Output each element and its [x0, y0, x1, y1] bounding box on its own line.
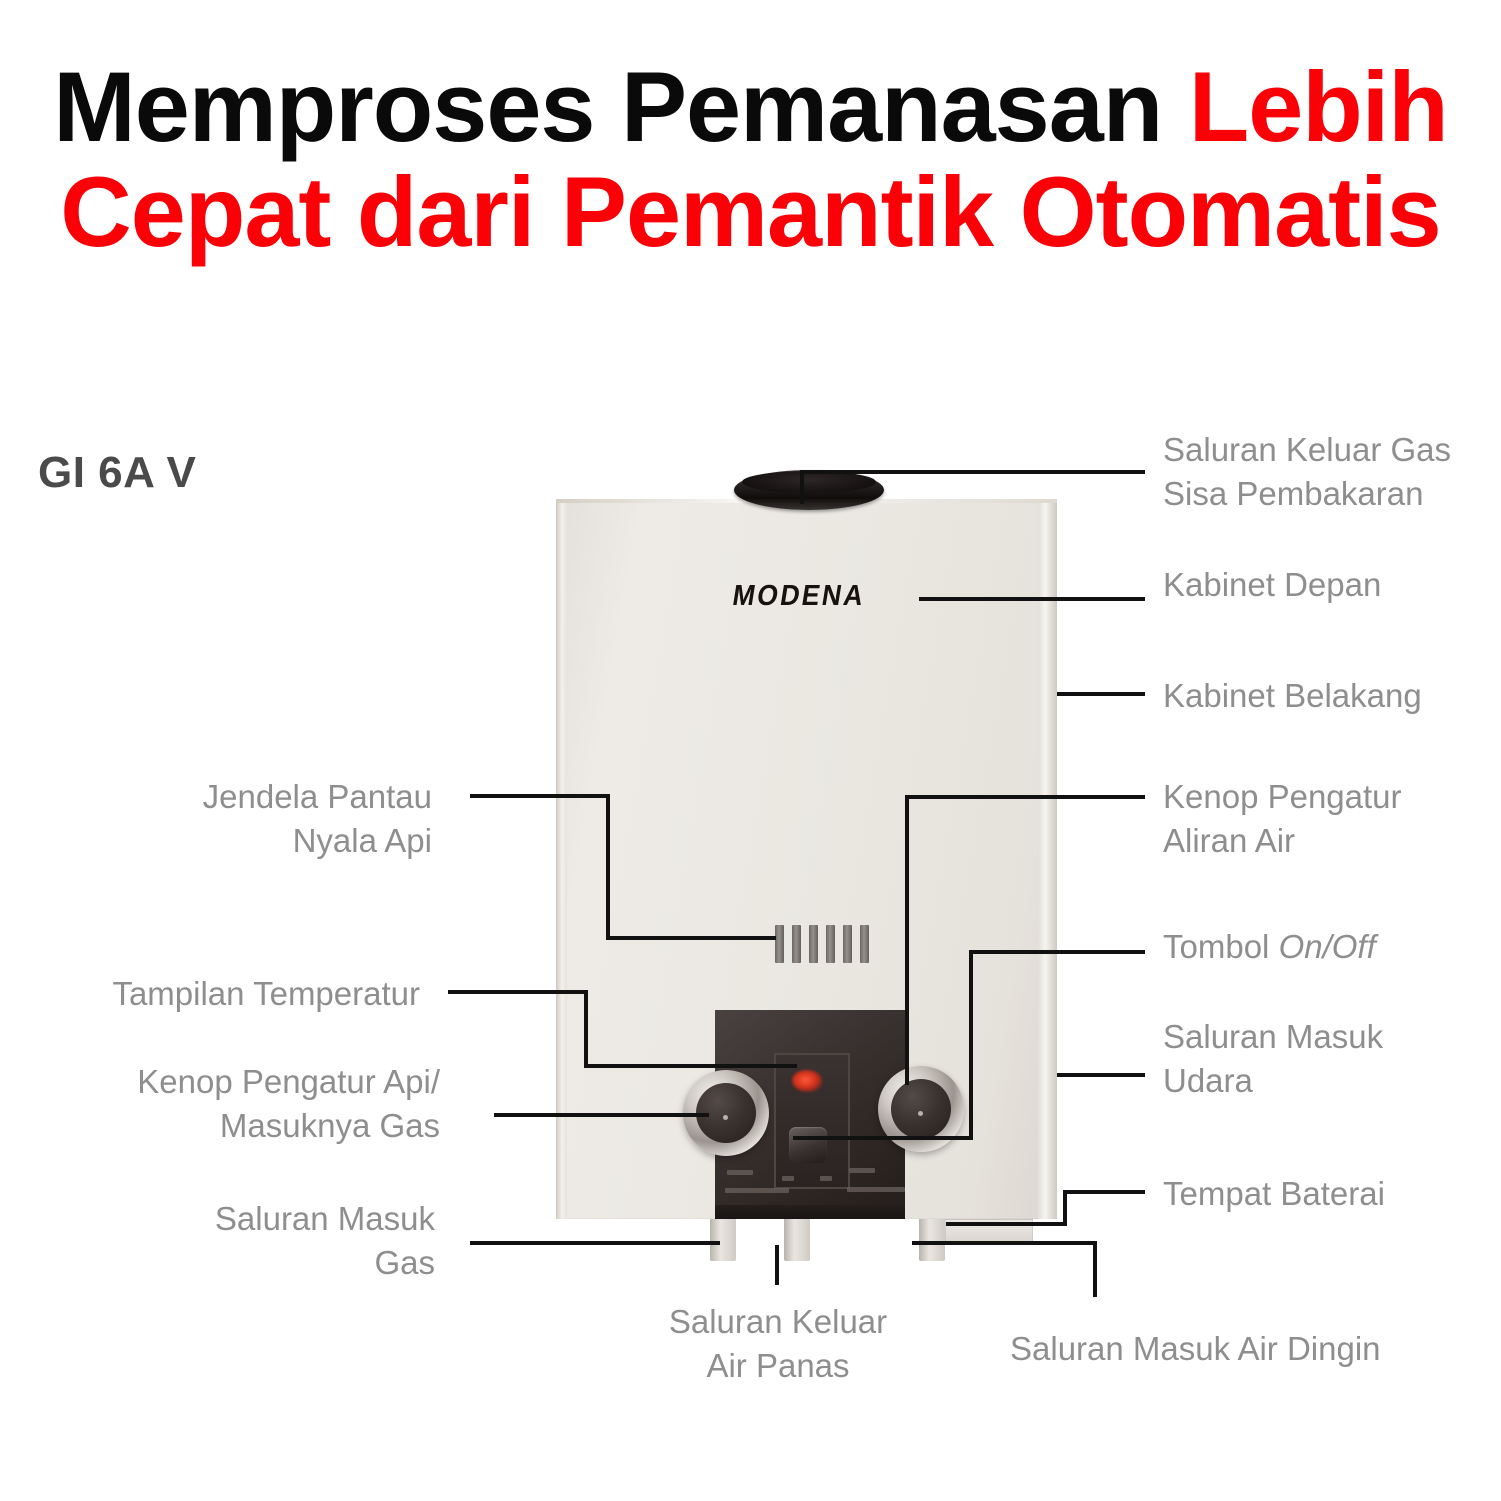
- louver-slot: [775, 925, 784, 963]
- leader-gas-outlet-horizontal: [800, 470, 1145, 474]
- leader-battery-vertical: [1063, 1190, 1067, 1226]
- display-caption-mark: [820, 1176, 832, 1181]
- brand-wordmark: MODENA: [730, 580, 868, 612]
- callout-label-front-cabinet: Kabinet Depan: [1163, 566, 1382, 603]
- flame-indicator-icon: [792, 1070, 822, 1092]
- callout-label-water-flow-knob: Kenop Pengatur Aliran Air: [1163, 778, 1402, 859]
- leader-front-cabinet: [919, 597, 1145, 601]
- headline-line2: Cepat dari Pemantik Otomatis: [60, 155, 1441, 267]
- louver-slot: [843, 925, 852, 963]
- temperature-display-panel: [774, 1053, 850, 1189]
- hot-water-outlet-pipe: [784, 1219, 810, 1261]
- leader-onoff-horizontal: [969, 950, 1145, 954]
- leader-air-inlet: [1057, 1073, 1145, 1077]
- leader-flame-window-horizontal: [470, 794, 610, 798]
- leader-temp-display-to-panel: [584, 1064, 797, 1068]
- callout-label-air-inlet: Saluran Masuk Udara: [1163, 1018, 1384, 1099]
- callout-label-cold-water-inlet: Saluran Masuk Air Dingin: [1010, 1330, 1381, 1367]
- leader-cold-water-vertical: [1093, 1241, 1097, 1297]
- onoff-label-emphasis: On/Off: [1278, 928, 1376, 965]
- headline-line1-black: Memproses Pemanasan: [53, 51, 1189, 162]
- flame-viewing-louvers: [775, 925, 879, 963]
- leader-flame-window-vertical: [606, 794, 610, 940]
- callout-label-rear-cabinet: Kabinet Belakang: [1163, 677, 1422, 714]
- leader-onoff-to-switch: [793, 1136, 973, 1140]
- leader-battery-lower: [946, 1222, 1067, 1226]
- cabinet-right-edge: [1038, 499, 1057, 1219]
- callout-label-fire-gas-knob: Kenop Pengatur Api/ Masuknya Gas: [137, 1063, 440, 1144]
- louver-slot: [792, 925, 801, 963]
- leader-temp-display-vertical: [584, 990, 588, 1068]
- display-caption-mark: [782, 1176, 794, 1181]
- callout-label-hot-water-outlet: Saluran Keluar Air Panas: [668, 1303, 888, 1384]
- callout-label-on-off-button: Tombol On/Off: [1163, 925, 1376, 969]
- leader-flame-window-to-louvers: [606, 936, 776, 940]
- leader-cold-water-horizontal: [912, 1241, 1097, 1245]
- leader-hot-water-outlet: [775, 1245, 779, 1285]
- page-title: Memproses Pemanasan Lebih Cepat dari Pem…: [0, 54, 1501, 267]
- leader-gas-inlet: [470, 1241, 720, 1245]
- leader-water-knob-vertical: [905, 795, 909, 1085]
- on-off-toggle-switch[interactable]: [789, 1127, 827, 1163]
- leader-water-knob-horizontal: [905, 795, 1145, 799]
- cabinet-left-edge: [556, 499, 567, 1219]
- gas-inlet-pipe: [710, 1219, 736, 1261]
- leader-onoff-vertical: [969, 950, 973, 1140]
- onoff-label-text: Tombol: [1163, 928, 1279, 965]
- model-name: GI 6A V: [38, 448, 197, 497]
- leader-rear-cabinet: [1057, 692, 1145, 696]
- louver-slot: [826, 925, 835, 963]
- knob-caption-mark: [847, 1187, 905, 1192]
- callout-label-flame-window: Jendela Pantau Nyala Api: [202, 778, 432, 859]
- control-console-base: [715, 1205, 905, 1219]
- leader-battery-horizontal: [1063, 1190, 1145, 1194]
- water-heater-illustration: MODENA: [549, 470, 1064, 1261]
- leader-gas-knob: [494, 1113, 709, 1117]
- leader-temp-display-horizontal: [448, 990, 588, 994]
- exhaust-flue-opening: [742, 471, 876, 493]
- knob-caption-mark: [727, 1170, 753, 1175]
- callout-label-temperature-display: Tampilan Temperatur: [112, 975, 420, 1012]
- headline-line1-red: Lebih: [1188, 51, 1449, 162]
- callout-label-battery-holder: Tempat Baterai: [1163, 1175, 1385, 1212]
- leader-gas-outlet-vertical: [800, 470, 804, 504]
- callout-label-gas-outlet: Saluran Keluar Gas Sisa Pembakaran: [1163, 431, 1451, 512]
- water-knob-indicator-dot: [918, 1111, 923, 1116]
- callout-label-gas-inlet: Saluran Masuk Gas: [214, 1200, 435, 1281]
- cold-water-inlet-pipe: [919, 1219, 945, 1261]
- gas-fire-control-knob[interactable]: [683, 1070, 769, 1156]
- louver-slot: [860, 925, 869, 963]
- knob-caption-mark: [725, 1188, 789, 1193]
- knob-caption-mark: [849, 1168, 875, 1173]
- louver-slot: [809, 925, 818, 963]
- gas-knob-indicator-dot: [723, 1115, 728, 1120]
